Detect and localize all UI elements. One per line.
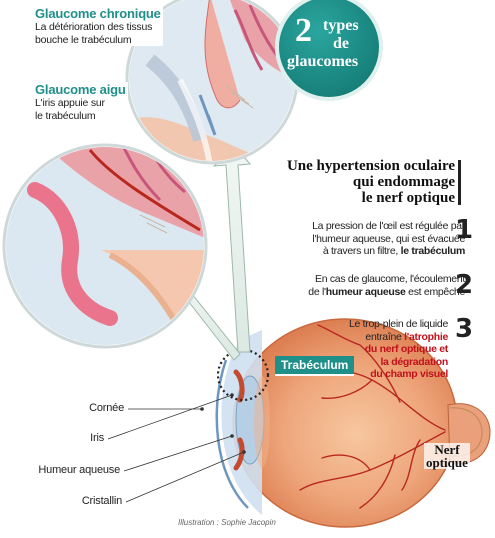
label-dots	[200, 393, 246, 454]
main-heading: Une hypertension oculaire qui endommage …	[287, 158, 455, 206]
illustration-credit: Illustration : Sophie Jacopin	[178, 518, 276, 527]
acute-glaucoma-detail	[2, 143, 208, 349]
humeur-label: Humeur aqueuse	[38, 464, 120, 476]
step-2-line2: de l'humeur aqueuse est empêché	[308, 285, 465, 298]
trabeculum-focus-circle	[216, 348, 270, 402]
trabeculum-label: Trabéculum	[275, 356, 355, 376]
step-2-text: En cas de glaucome, l'écoulement de l'hu…	[265, 273, 465, 298]
step-1-line1: La pression de l'œil est régulée par	[312, 220, 465, 232]
chronic-caption: Glaucome chronique La détérioration des …	[33, 6, 163, 46]
nerf-label-line2: optique	[426, 455, 468, 470]
heading-bar	[458, 160, 461, 205]
cristallin-label: Cristallin	[81, 495, 122, 507]
step-1-line2: l'humeur aqueuse, qui est évacuée	[312, 232, 465, 245]
nerf-label-line1: Nerf	[434, 442, 460, 457]
step-2-line1: En cas de glaucome, l'écoulement	[315, 273, 465, 285]
step-1-line3: à travers un filtre, le trabéculum	[322, 245, 465, 257]
heading-line2: qui endommage	[352, 174, 455, 190]
badge-line2: de	[333, 35, 349, 52]
heading-line3: le nerf optique	[361, 190, 455, 206]
acute-line2: le trabéculum	[35, 109, 96, 122]
chronic-line1: La détérioration des tissus	[35, 21, 153, 33]
acute-title: Glaucome aigu	[35, 82, 126, 97]
step-3-line4: la dégradation	[380, 355, 448, 368]
step-3-line3: du nerf optique et	[364, 343, 449, 355]
chronic-title: Glaucome chronique	[35, 6, 161, 21]
step-3-line5: du champ visuel	[370, 368, 448, 380]
badge-text: 2 types de glaucomes	[285, 10, 375, 86]
chronic-glaucoma-detail	[125, 0, 299, 165]
acute-line1: L'iris appuie sur	[35, 97, 105, 109]
badge-number: 2	[295, 12, 312, 49]
step-1-text: La pression de l'œil est régulée par l'h…	[265, 220, 465, 258]
step-3-text: Le trop-plein de liquide entraîne l'atro…	[298, 318, 448, 381]
iris-label: Iris	[90, 432, 104, 444]
heading-line1: Une hypertension oculaire	[286, 158, 455, 174]
acute-caption: Glaucome aigu L'iris appuie sur le trabé…	[33, 82, 128, 122]
step-1-number: 1	[455, 215, 474, 245]
types-badge	[275, 0, 383, 101]
nerf-label: Nerf optique	[424, 443, 470, 469]
step-3-number: 3	[455, 314, 474, 344]
step-3-line2: entraîne l'atrophie	[365, 330, 448, 343]
chronic-line2: bouche le trabéculum	[35, 33, 132, 46]
step-2-number: 2	[455, 270, 474, 300]
step-3-line1: Le trop-plein de liquide	[348, 318, 448, 330]
cornee-label: Cornée	[89, 402, 124, 414]
badge-line3: glaucomes	[287, 53, 359, 70]
badge-line1: types	[323, 17, 359, 34]
label-lines	[107, 394, 245, 503]
